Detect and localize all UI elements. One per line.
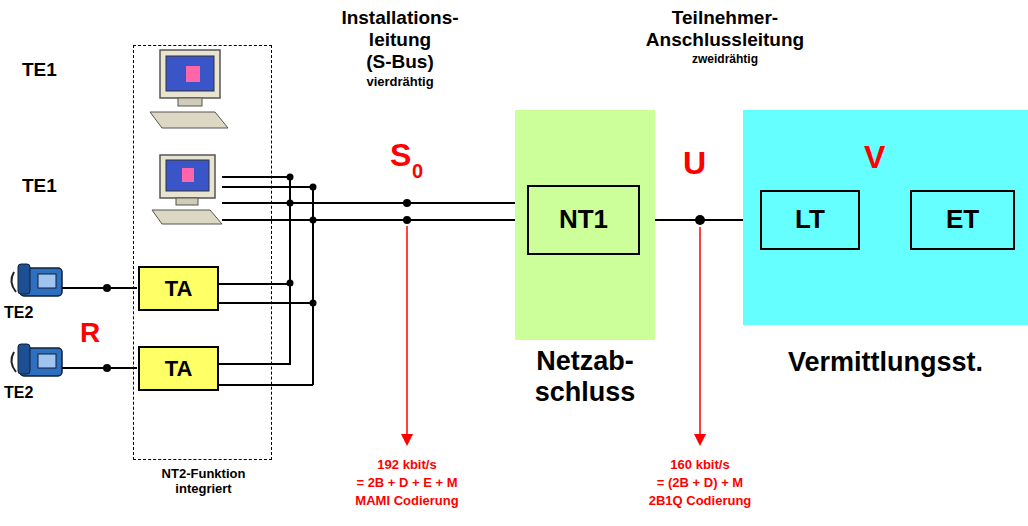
telephone-icon — [11, 344, 62, 376]
nt2-group: NT2-Funktion integriertTATA — [133, 45, 272, 460]
section-title: Teilnehmer- — [672, 8, 778, 29]
computer-icon — [152, 155, 222, 224]
terminal-name: TE2 — [4, 304, 33, 322]
connector — [219, 203, 527, 284]
terminal-adapter: TA — [138, 346, 219, 391]
coding-note: MAMI Codierung — [355, 494, 458, 508]
section-title: (S-Bus) — [366, 52, 434, 73]
node-label: Vermittlungsst. — [743, 347, 1028, 378]
node-label: Netzab- schluss — [505, 346, 665, 408]
reference-point: V — [864, 140, 885, 175]
network-termination-area: Netzab- schlussNT1 — [515, 110, 655, 340]
exchange-termination: ET — [910, 190, 1015, 250]
bit-rate: 192 kbit/s — [377, 458, 436, 472]
coding-note: 2B1Q Codierung — [649, 494, 752, 508]
section-title: Anschlussleitung — [646, 30, 804, 51]
node-label: LT — [795, 205, 825, 235]
terminal-name: TE1 — [22, 176, 57, 197]
exchange-area: Vermittlungsst.LTET — [743, 110, 1028, 325]
node-label: NT1 — [559, 205, 608, 235]
connector — [640, 220, 760, 221]
node-label: NT2-Funktion integriert — [134, 467, 273, 497]
connector — [219, 203, 527, 364]
wire-count: zweidrähtig — [692, 53, 758, 66]
section-title: leitung — [369, 30, 431, 51]
computer-icon — [150, 50, 228, 128]
pointer-arrow — [406, 226, 408, 440]
reference-point: R — [80, 318, 100, 349]
bus-wire — [218, 177, 527, 385]
section-title: Installations- — [341, 8, 458, 29]
bit-rate: = (2B + D) + M — [657, 476, 743, 490]
reference-point: S — [390, 138, 411, 173]
pointer-arrow — [699, 227, 701, 440]
terminal-adapter: TA — [138, 266, 219, 311]
terminal-name: TE1 — [22, 60, 57, 81]
bit-rate: = 2B + D + E + M — [356, 476, 457, 490]
bit-rate: 160 kbit/s — [670, 458, 729, 472]
wire-count: vierdrähtig — [366, 75, 433, 89]
nt1-box: NT1 — [527, 185, 640, 255]
reference-point: U — [683, 146, 706, 181]
telephone-icon — [11, 264, 62, 296]
r-wire — [62, 288, 137, 368]
reference-point: 0 — [412, 160, 423, 182]
node-label: TA — [165, 356, 193, 381]
node-label: ET — [946, 205, 979, 235]
terminal-name: TE2 — [4, 384, 33, 402]
node-label: TA — [165, 276, 193, 301]
line-termination: LT — [760, 190, 860, 250]
